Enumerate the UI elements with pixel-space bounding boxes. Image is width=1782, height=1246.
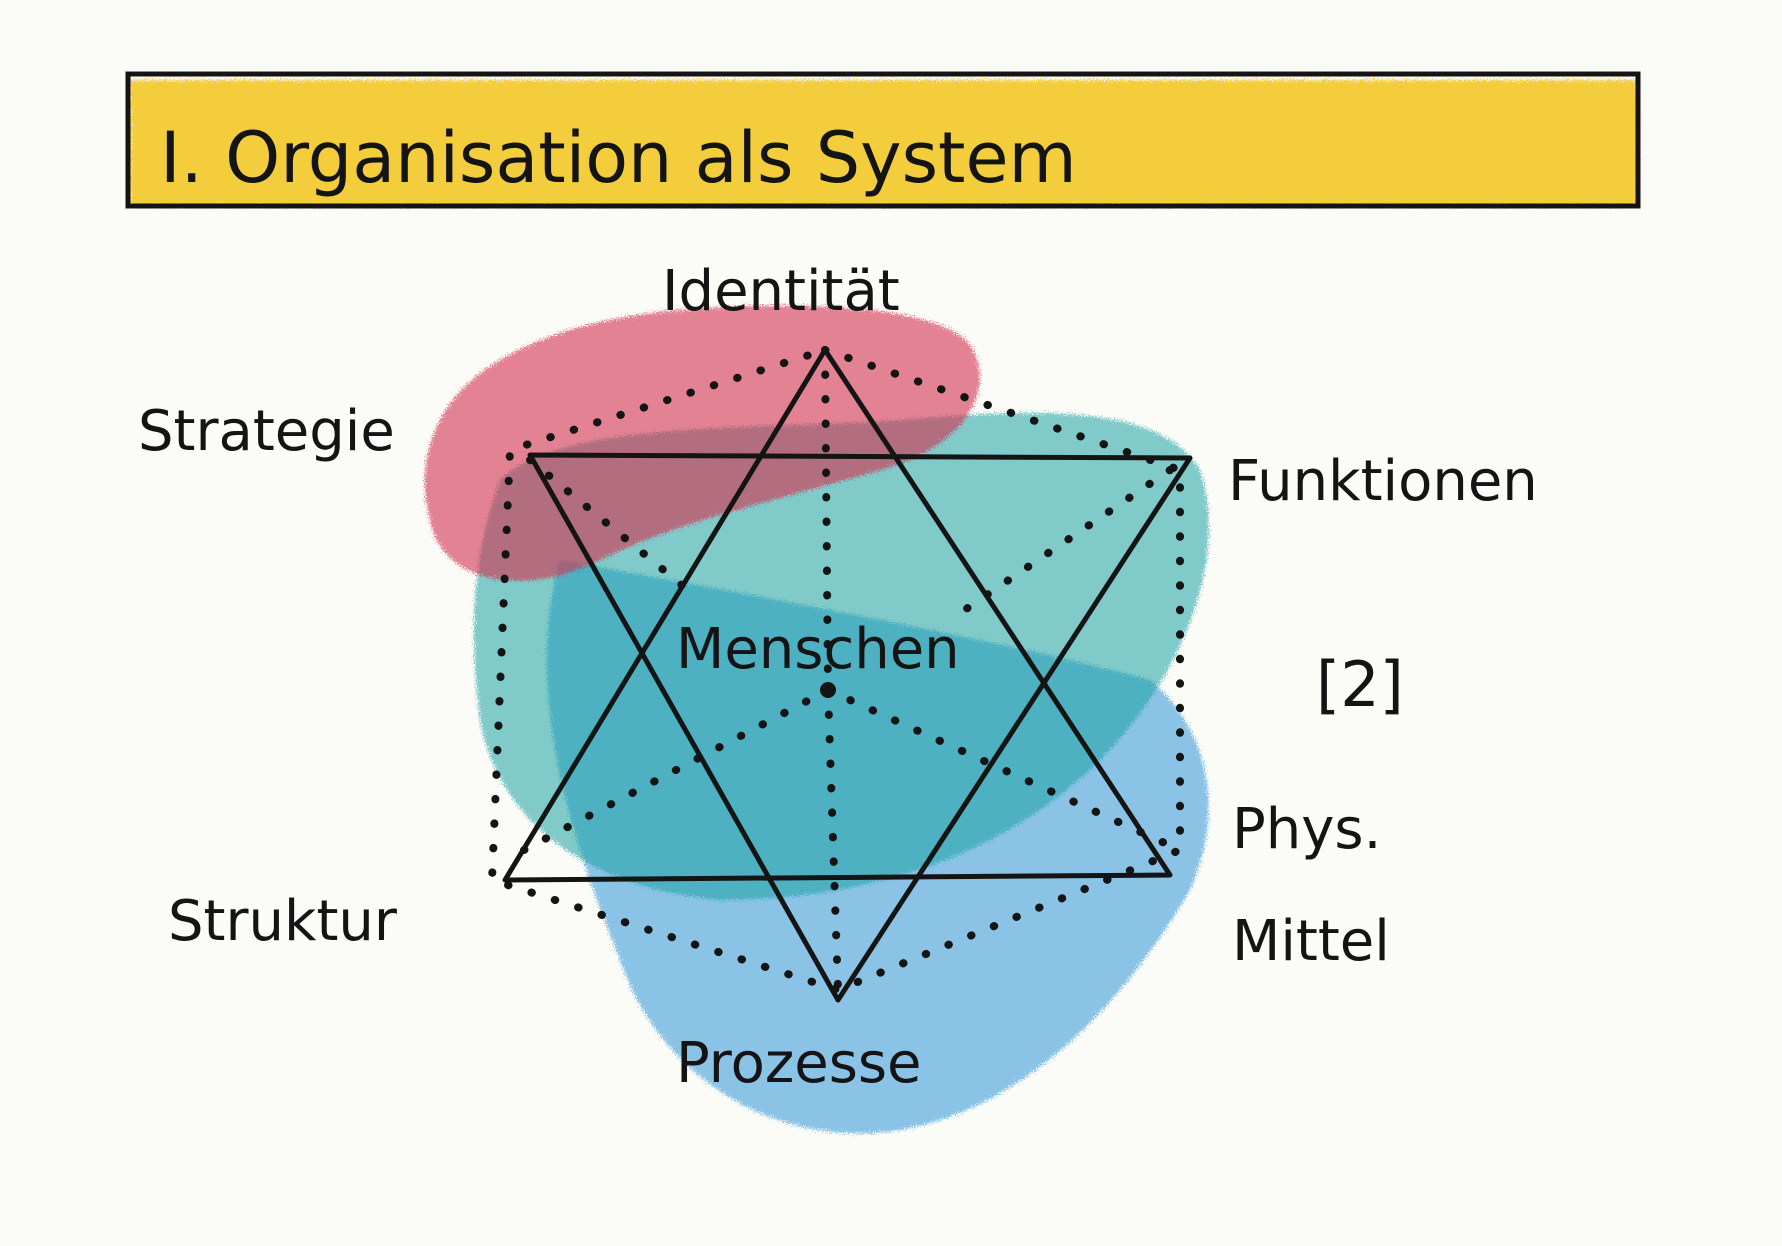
spoke-center-processes [824, 686, 842, 994]
label-physical-means-line2: Mittel [1232, 909, 1390, 974]
hexagon-outline [487, 345, 1184, 995]
upward-triangle [502, 347, 1173, 883]
label-people: Menschen [676, 617, 960, 682]
spoke-center-physical [824, 686, 1184, 854]
label-functions: Funktionen [1228, 449, 1538, 514]
hexagram [502, 347, 1193, 1003]
label-physical-means-line1: Phys. [1232, 797, 1381, 862]
title-box [125, 71, 1641, 209]
label-identity: Identität [662, 259, 900, 324]
center-point [820, 682, 836, 698]
label-processes: Prozesse [676, 1031, 922, 1096]
reference-marker: [2] [1316, 648, 1404, 721]
label-structure: Struktur [168, 889, 398, 954]
spoke-identity [821, 346, 832, 694]
downward-triangle [527, 452, 1193, 1003]
page-title: I. Organisation als System [160, 117, 1077, 199]
title-highlight [130, 80, 1638, 206]
label-strategy: Strategie [138, 399, 395, 464]
